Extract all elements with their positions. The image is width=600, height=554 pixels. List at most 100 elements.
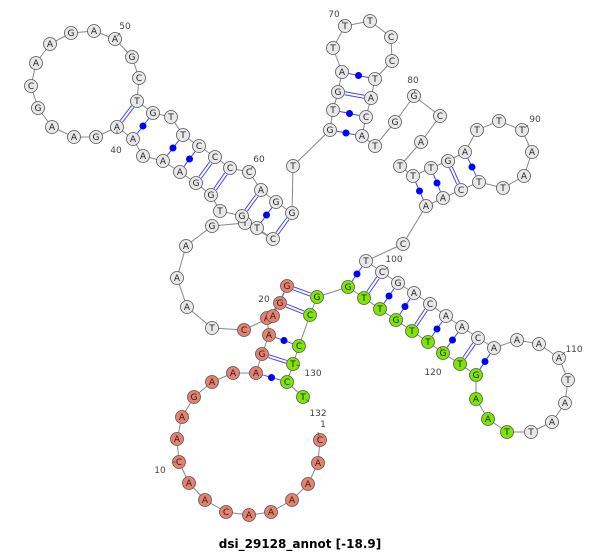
nucleotide-letter: C — [307, 311, 313, 321]
nucleotide-letter: T — [424, 338, 431, 348]
nucleotide-circle — [64, 26, 78, 40]
nucleotide-letter: A — [485, 415, 492, 425]
pair-line — [119, 105, 132, 121]
nucleotide-circle — [310, 290, 324, 304]
nucleotide-letter: T — [408, 327, 415, 337]
nucleotide-80: G — [407, 89, 421, 103]
nucleotide-letter: A — [179, 413, 186, 423]
nucleotide-letter: G — [335, 88, 342, 98]
nucleotide-circle — [204, 188, 218, 202]
base-pair — [166, 140, 180, 156]
wobble-dot — [433, 325, 441, 333]
pair-line — [366, 276, 378, 292]
nucleotide-letter: C — [270, 235, 276, 245]
nucleotide-letter: T — [362, 257, 369, 267]
nucleotide-letter: C — [475, 334, 481, 344]
nucleotide-132: T — [296, 390, 310, 404]
nucleotide-92: A — [517, 169, 531, 183]
nucleotide-81: C — [433, 109, 447, 123]
position-number: 120 — [424, 368, 441, 378]
nucleotide-47: A — [43, 37, 57, 51]
nucleotide-circle — [280, 375, 294, 389]
nucleotide-6: A — [242, 508, 256, 522]
nucleotide-43: A — [45, 120, 59, 134]
nucleotide-circle — [388, 115, 402, 129]
nucleotide-103: C — [423, 297, 437, 311]
base-pair — [351, 266, 363, 282]
nucleotide-letter: G — [277, 299, 284, 309]
nucleotide-108: A — [510, 333, 524, 347]
nucleotide-letter: A — [186, 479, 193, 489]
nucleotide-letter: C — [176, 458, 182, 468]
nucleotide-letter: T — [518, 126, 525, 136]
position-number: 1 — [320, 420, 326, 430]
nucleotide-letter: C — [379, 268, 385, 278]
nucleotide-circle — [164, 110, 178, 124]
nucleotide-letter: C — [317, 436, 323, 446]
nucleotide-2: A — [311, 456, 325, 470]
nucleotide-122: T — [405, 324, 419, 338]
nucleotide-45: C — [24, 79, 38, 93]
wobble-dot — [263, 211, 270, 219]
nucleotide-64: T — [286, 159, 300, 173]
nucleotide-circle — [29, 56, 43, 70]
nucleotide-48: G — [64, 26, 78, 40]
nucleotide-circle — [176, 128, 190, 142]
nucleotide-circle — [359, 254, 373, 268]
nucleotide-letter: A — [112, 35, 119, 45]
nucleotide-circle — [515, 123, 529, 137]
nucleotide-letter: G — [314, 293, 321, 303]
position-tick — [305, 398, 310, 403]
base-pair — [339, 110, 360, 117]
nucleotide-letter: G — [392, 118, 399, 128]
pair-line — [244, 194, 257, 210]
nucleotide-circle — [423, 297, 437, 311]
nucleotide-131: C — [280, 375, 294, 389]
nucleotide-57: C — [192, 139, 206, 153]
nucleotide-circle — [132, 71, 146, 85]
nucleotide-128: C — [303, 308, 317, 322]
nucleotide-letter: G — [284, 282, 291, 292]
base-pair — [275, 217, 290, 235]
nucleotide-circle — [254, 183, 268, 197]
nucleotide-letter: C — [284, 378, 290, 388]
nucleotide-circle — [532, 337, 546, 351]
nucleotide-letter: T — [473, 126, 480, 136]
nucleotide-letter: T — [179, 131, 186, 141]
nucleotide-letter: G — [289, 209, 296, 219]
nucleotide-circle — [24, 79, 38, 93]
nucleotide-circle — [406, 169, 420, 183]
position-label-60: 60 — [250, 155, 265, 170]
nucleotide-circle — [249, 366, 263, 380]
nucleotide-107: A — [487, 341, 501, 355]
nucleotide-letter: T — [360, 294, 367, 304]
nucleotide-letter: A — [521, 172, 528, 182]
nucleotide-119: T — [453, 357, 467, 371]
nucleotide-126: G — [341, 280, 355, 294]
nucleotide-63: G — [285, 206, 299, 220]
nucleotide-circle — [296, 390, 310, 404]
nucleotide-letter: G — [345, 283, 352, 293]
wobble-dot — [355, 72, 362, 79]
nucleotide-130: T — [286, 357, 300, 371]
nucleotide-letter: C — [241, 326, 247, 336]
nucleotide-letter: G — [239, 212, 246, 222]
nucleotide-letter: T — [503, 428, 510, 438]
nucleotide-circle — [250, 221, 264, 235]
nucleotide-letter: A — [258, 186, 265, 196]
nucleotide-letter: G — [395, 279, 402, 289]
nucleotide-circle — [286, 357, 300, 371]
structure-title: dsi_29128_annot [-18.9] — [218, 537, 382, 551]
nucleotide-circle — [472, 175, 486, 189]
nucleotide-letter: A — [440, 194, 447, 204]
nucleotide-circle — [235, 209, 249, 223]
wobble-dot — [280, 337, 288, 344]
nucleotide-60: C — [242, 165, 256, 179]
nucleotide-letter: A — [491, 344, 498, 354]
nucleotide-94: T — [472, 175, 486, 189]
nucleotide-circle — [407, 286, 421, 300]
position-number: 40 — [110, 146, 122, 156]
nucleotide-circle — [357, 291, 371, 305]
nucleotide-68: A — [335, 65, 349, 79]
nucleotide-letter: T — [396, 162, 403, 172]
